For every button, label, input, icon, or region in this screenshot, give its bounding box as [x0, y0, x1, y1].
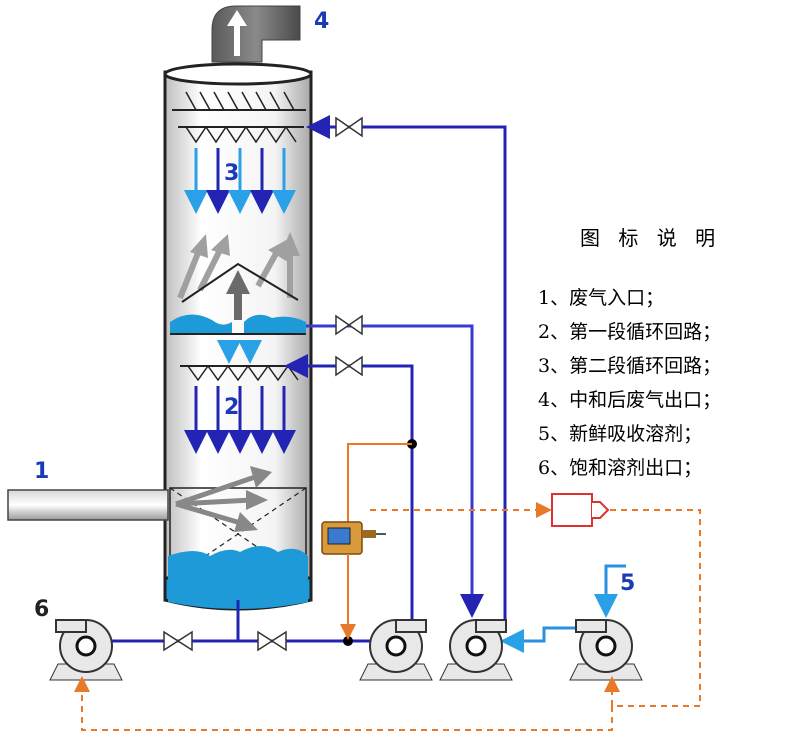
legend: 图 标 说 明 1、废气入口； 2、第一段循环回路； 3、第二段循环回路； 4、…: [538, 222, 788, 485]
callout-3: 3: [224, 161, 239, 186]
liquid-sump: [168, 546, 308, 609]
pump-fresh-solvent-icon: [569, 619, 643, 681]
spray-header-stage2: [180, 364, 302, 382]
callout-6: 6: [34, 597, 49, 622]
analyzer-instrument-icon: [321, 521, 386, 560]
pump-saturated-outlet-icon: [49, 619, 123, 681]
pump-stage2-icon: [359, 619, 433, 681]
callout-5: 5: [620, 571, 635, 596]
legend-item: 1、废气入口；: [538, 287, 665, 309]
callout-1: 1: [34, 459, 49, 484]
callout-4: 4: [314, 9, 329, 34]
valves: [163, 116, 363, 652]
pump-stage3-icon: [439, 619, 513, 681]
spray-header-stage3: [178, 125, 304, 144]
valve-bottom-right-icon: [257, 630, 287, 652]
legend-item: 5、新鲜吸收溶剂；: [538, 423, 703, 445]
legend-item: 2、第一段循环回路；: [538, 321, 722, 343]
spray-flow-stage3: [184, 148, 296, 214]
gas-flow-upper: [177, 232, 300, 300]
gas-deflector: [181, 262, 299, 320]
callout-2: 2: [224, 395, 239, 420]
control-signal-lines: [74, 443, 701, 731]
spray-flow-stage2: [184, 386, 296, 454]
mist-eliminator: [172, 91, 306, 111]
pumps: [49, 619, 643, 681]
legend-item: 6、饱和溶剂出口；: [538, 457, 703, 479]
legend-title: 图 标 说 明: [580, 226, 722, 250]
legend-item: 4、中和后废气出口；: [538, 389, 722, 411]
valve-bottom-left-icon: [163, 630, 193, 652]
callouts: 1 2 3 4 5 6: [34, 9, 635, 622]
valve-stage3-icon: [335, 116, 363, 138]
gas-flow-inlet: [175, 466, 272, 532]
gas-inlet-pipe: [7, 489, 169, 521]
chimney-tray: [170, 314, 306, 364]
exhaust-outlet-pipe: [211, 5, 301, 63]
legend-item: 3、第二段循环回路；: [538, 355, 722, 377]
valve-stage2-return-icon: [335, 314, 363, 336]
valve-stage2-supply-icon: [335, 355, 363, 377]
control-valve-icon: [551, 493, 610, 527]
